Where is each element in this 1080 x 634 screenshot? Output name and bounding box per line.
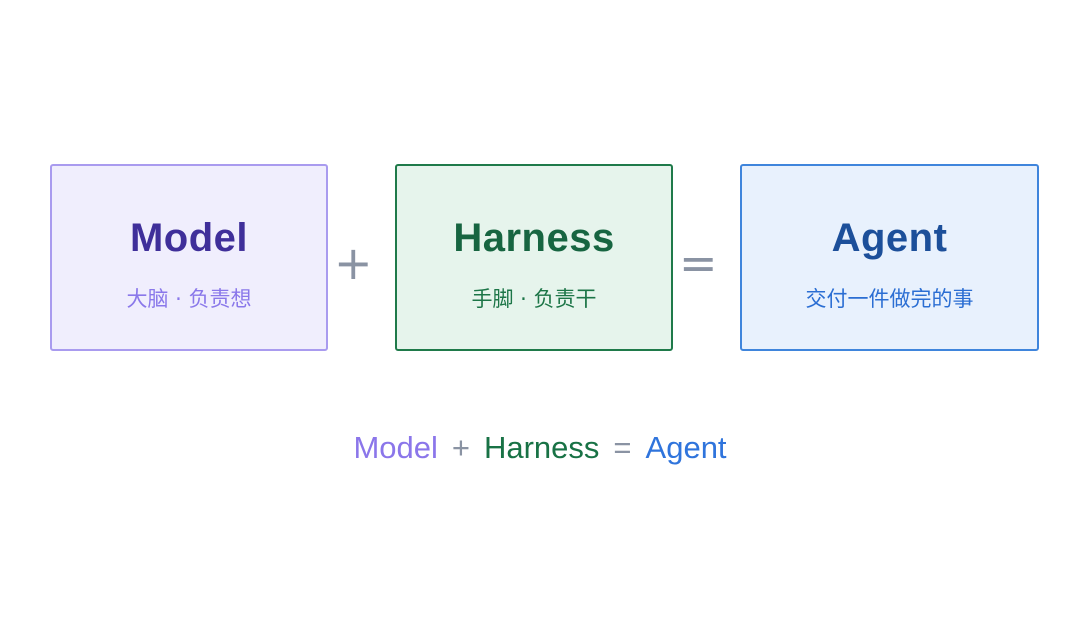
plus-operator: + (334, 236, 373, 290)
agent-subtitle: 交付一件做完的事 (805, 287, 974, 311)
formula-plus: + (451, 430, 470, 465)
formula-equals: = (613, 430, 632, 465)
harness-subtitle: 手脚 · 负责干 (471, 287, 597, 311)
formula-model: Model (353, 430, 438, 465)
formula-line: Model + Harness = Agent (0, 428, 1080, 468)
agent-box: Agent 交付一件做完的事 (740, 164, 1039, 351)
formula-harness: Harness (483, 430, 600, 465)
harness-title: Harness (453, 216, 615, 260)
model-subtitle: 大脑 · 负责想 (126, 287, 252, 311)
harness-box: Harness 手脚 · 负责干 (395, 164, 673, 351)
model-title: Model (129, 216, 249, 260)
formula-agent: Agent (645, 430, 727, 465)
model-box: Model 大脑 · 负责想 (50, 164, 328, 351)
agent-title: Agent (831, 216, 948, 260)
equals-operator: = (679, 236, 718, 290)
